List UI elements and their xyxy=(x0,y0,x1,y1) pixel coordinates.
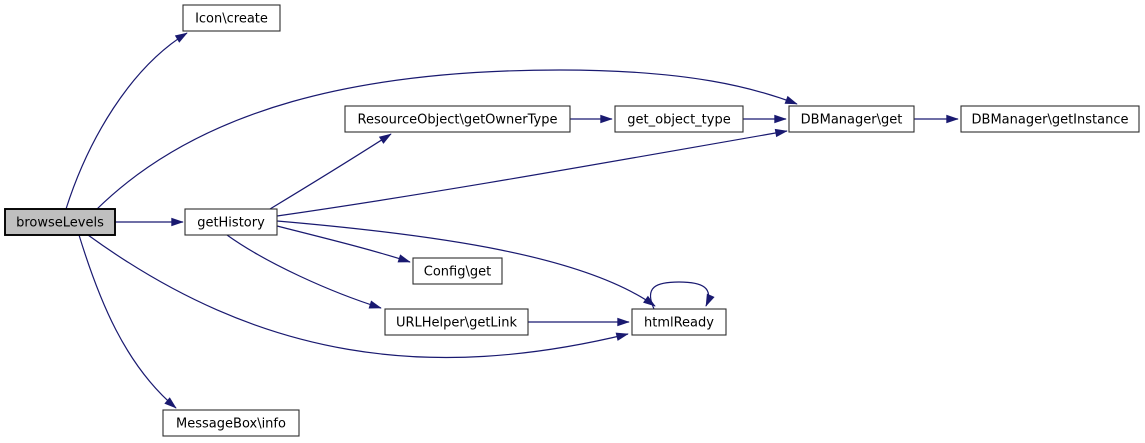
node-label-message-box-info: MessageBox\info xyxy=(176,417,286,432)
node-get-history[interactable]: getHistory xyxy=(184,208,278,236)
node-box-url-helper-get-link[interactable] xyxy=(384,308,529,336)
edge-browse-levels-to-message-box-info xyxy=(78,234,177,409)
node-db-manager-get[interactable]: DBManager\get xyxy=(788,105,915,133)
node-url-helper-get-link[interactable]: URLHelper\getLink xyxy=(384,308,529,336)
node-box-config-get[interactable] xyxy=(412,257,503,285)
node-label-url-helper-get-link: URLHelper\getLink xyxy=(396,316,518,331)
node-label-db-manager-get-instance: DBManager\getInstance xyxy=(972,113,1129,128)
edge-get-history-to-db-manager-get xyxy=(276,128,788,217)
node-box-html-ready[interactable] xyxy=(631,308,727,336)
edge-get-history-to-resource-object-get-owner-type xyxy=(269,133,392,210)
edges xyxy=(65,32,959,409)
node-config-get[interactable]: Config\get xyxy=(412,257,503,285)
node-message-box-info[interactable]: MessageBox\info xyxy=(162,409,300,437)
node-label-icon-create: Icon\create xyxy=(195,12,268,27)
node-label-db-manager-get: DBManager\get xyxy=(801,113,903,128)
node-label-resource-object-get-owner-type: ResourceObject\getOwnerType xyxy=(358,113,558,128)
node-box-icon-create[interactable] xyxy=(182,4,281,32)
edge-html-ready-to-html-ready xyxy=(649,281,715,310)
node-label-get-object-type: get_object_type xyxy=(627,113,730,128)
node-browse-levels[interactable]: browseLevels xyxy=(4,208,116,236)
nodes: browseLevels Icon\create getHistory Resourc… xyxy=(4,4,1140,437)
node-get-object-type[interactable]: get_object_type xyxy=(614,105,744,133)
node-box-db-manager-get[interactable] xyxy=(788,105,915,133)
node-box-get-history[interactable] xyxy=(184,208,278,236)
node-box-browse-levels[interactable] xyxy=(4,208,116,236)
node-label-config-get: Config\get xyxy=(424,265,491,280)
node-label-html-ready: htmlReady xyxy=(644,316,714,331)
edge-get-history-to-html-ready xyxy=(276,220,656,307)
edge-browse-levels-to-icon-create xyxy=(65,32,188,210)
edge-browse-levels-to-db-manager-get xyxy=(96,69,798,210)
node-icon-create[interactable]: Icon\create xyxy=(182,4,281,32)
node-resource-object-get-owner-type[interactable]: ResourceObject\getOwnerType xyxy=(344,105,571,133)
node-box-message-box-info[interactable] xyxy=(162,409,300,437)
edge-browse-levels-to-html-ready xyxy=(87,234,629,359)
node-box-get-object-type[interactable] xyxy=(614,105,744,133)
edge-get-history-to-url-helper-get-link xyxy=(226,234,382,309)
node-html-ready[interactable]: htmlReady xyxy=(631,308,727,336)
edge-get-history-to-config-get xyxy=(276,225,411,263)
node-label-get-history: getHistory xyxy=(197,216,265,231)
node-db-manager-get-instance[interactable]: DBManager\getInstance xyxy=(960,105,1140,133)
node-box-db-manager-get-instance[interactable] xyxy=(960,105,1140,133)
node-label-browse-levels: browseLevels xyxy=(16,216,104,231)
node-box-resource-object-get-owner-type[interactable] xyxy=(344,105,571,133)
